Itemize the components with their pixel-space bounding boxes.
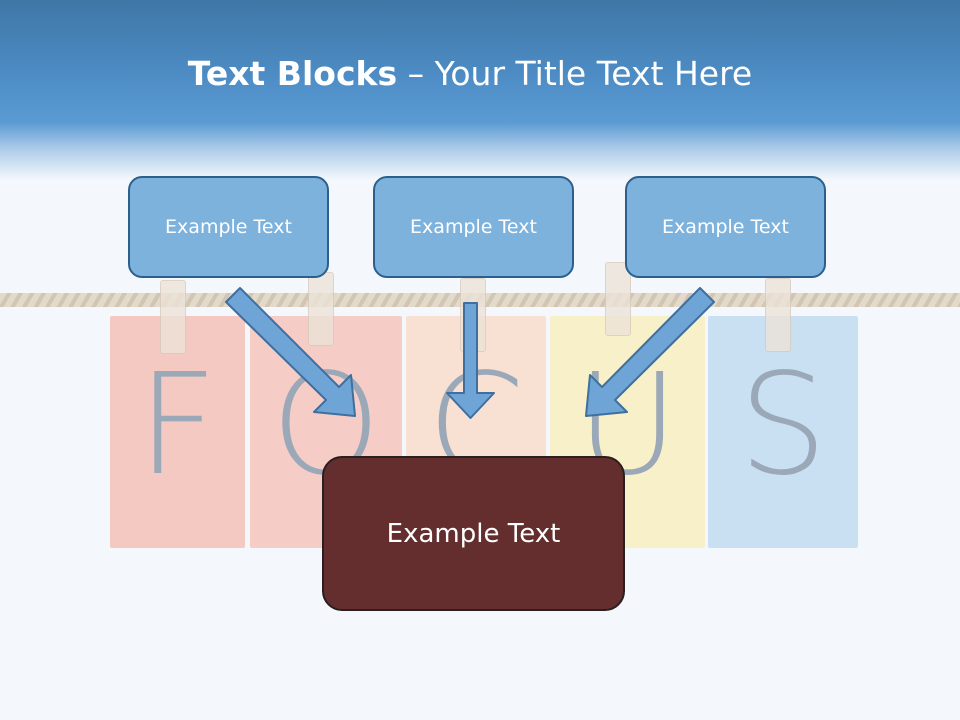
slide-title: Text Blocks – Your Title Text Here (0, 54, 940, 93)
text-block-3[interactable]: Example Text (625, 176, 826, 278)
text-block-1[interactable]: Example Text (128, 176, 329, 278)
title-separator: – (397, 54, 435, 93)
clothespin (605, 262, 631, 336)
letter-f: F (137, 344, 218, 507)
header-band (0, 0, 960, 180)
text-block-1-label: Example Text (165, 216, 292, 238)
clothespin (765, 278, 791, 352)
main-text-block-label: Example Text (386, 518, 561, 549)
clothespin (160, 280, 186, 354)
text-block-3-label: Example Text (662, 216, 789, 238)
arrow-center (446, 302, 495, 419)
title-bold: Text Blocks (187, 54, 398, 93)
text-block-2[interactable]: Example Text (373, 176, 574, 278)
title-rest: Your Title Text Here (434, 54, 753, 93)
arrow-right (585, 287, 715, 417)
letter-s: S (738, 344, 828, 507)
text-block-2-label: Example Text (410, 216, 537, 238)
letter-card-f: F (110, 316, 245, 548)
letter-card-s: S (708, 316, 858, 548)
main-text-block[interactable]: Example Text (322, 456, 625, 611)
clothespin (308, 272, 334, 346)
arrow-left (225, 287, 356, 417)
